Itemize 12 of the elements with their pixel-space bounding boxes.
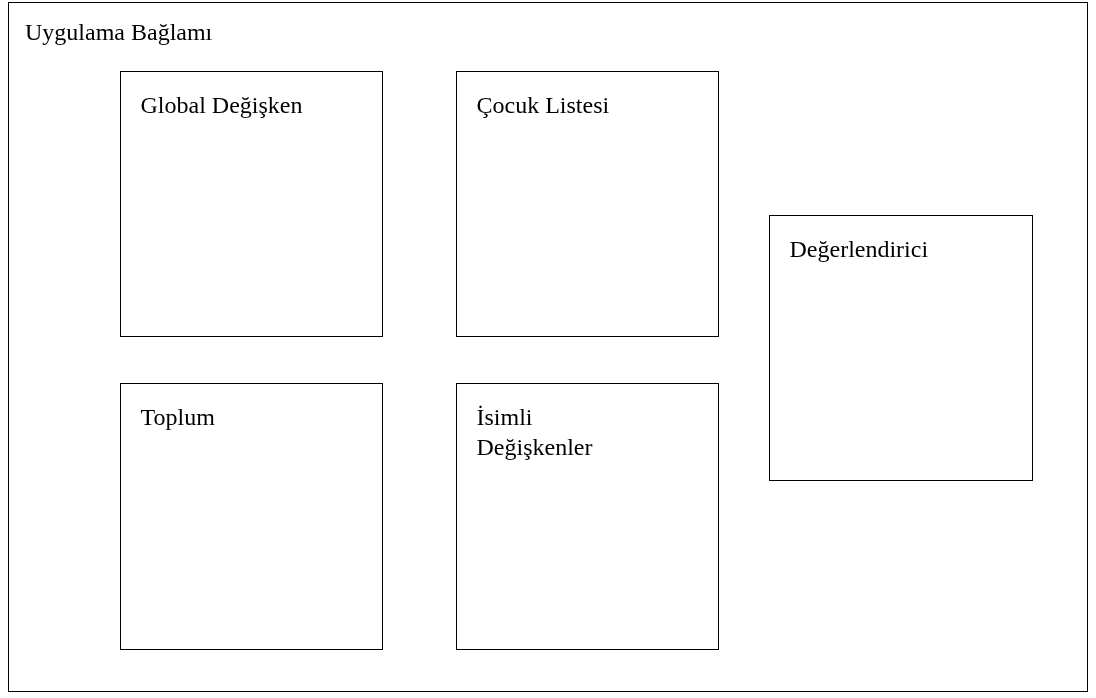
component-box [455,70,719,337]
box-title: Toplum [140,402,215,432]
component-box [119,382,383,650]
component-box [119,70,383,337]
box-title: Global Değişken [140,90,303,120]
container-title: Uygulama Bağlamı [25,18,213,47]
box-title: Değerlendirici [789,234,929,264]
component-box [455,382,719,650]
box-title: İsimli Değişkenler [476,402,594,462]
container-box [8,2,1088,692]
box-title: Çocuk Listesi [476,90,610,120]
component-box [768,214,1033,481]
